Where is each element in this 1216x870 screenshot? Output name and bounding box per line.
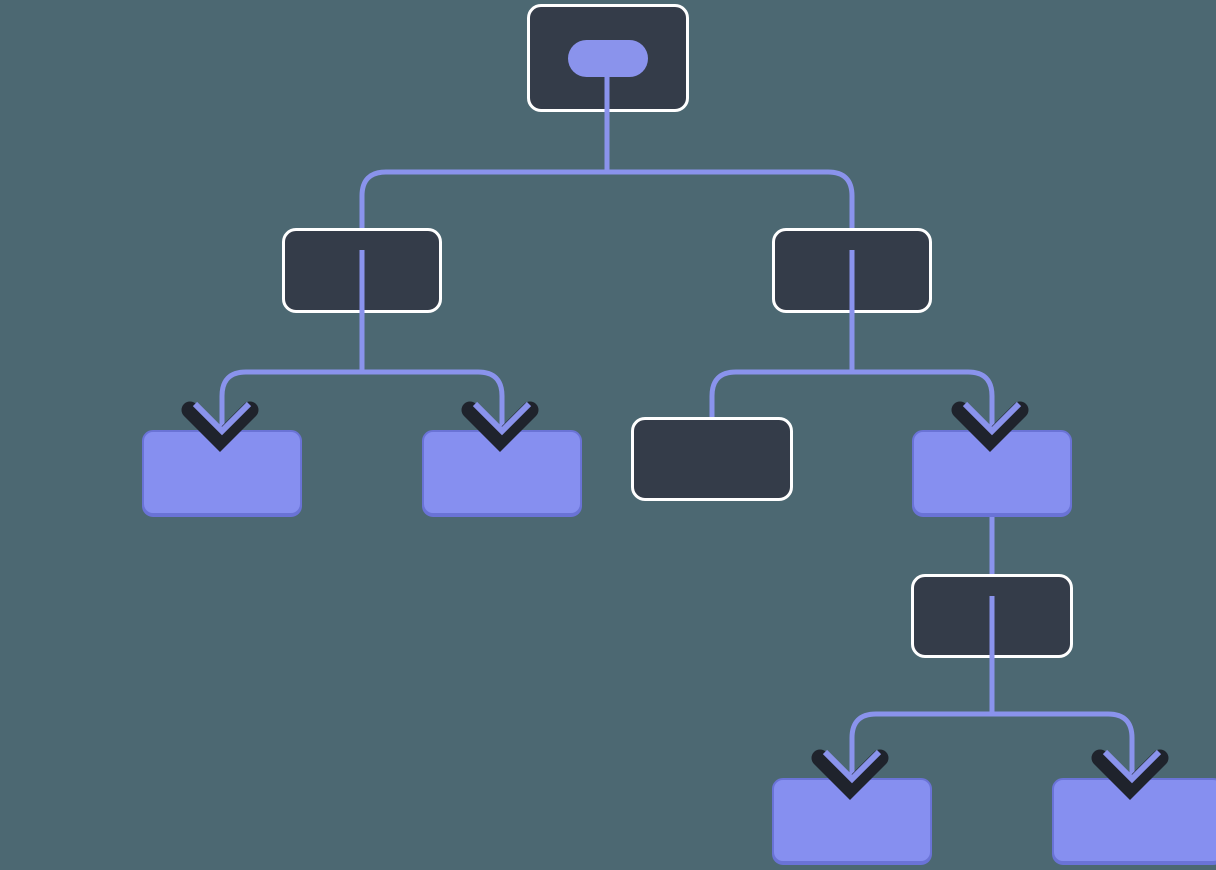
level4-leaf-a[interactable]: [772, 778, 932, 863]
level2-leaf-b[interactable]: [422, 430, 582, 515]
level2-dark-node[interactable]: [631, 417, 793, 501]
level2-purple-branch-node[interactable]: [912, 430, 1072, 515]
level1-right-node[interactable]: [772, 228, 932, 313]
level2-leaf-a[interactable]: [142, 430, 302, 515]
root-node-pill-icon: [568, 40, 648, 77]
level1-left-node[interactable]: [282, 228, 442, 313]
level3-dark-node[interactable]: [911, 574, 1073, 658]
level4-leaf-b[interactable]: [1052, 778, 1216, 863]
